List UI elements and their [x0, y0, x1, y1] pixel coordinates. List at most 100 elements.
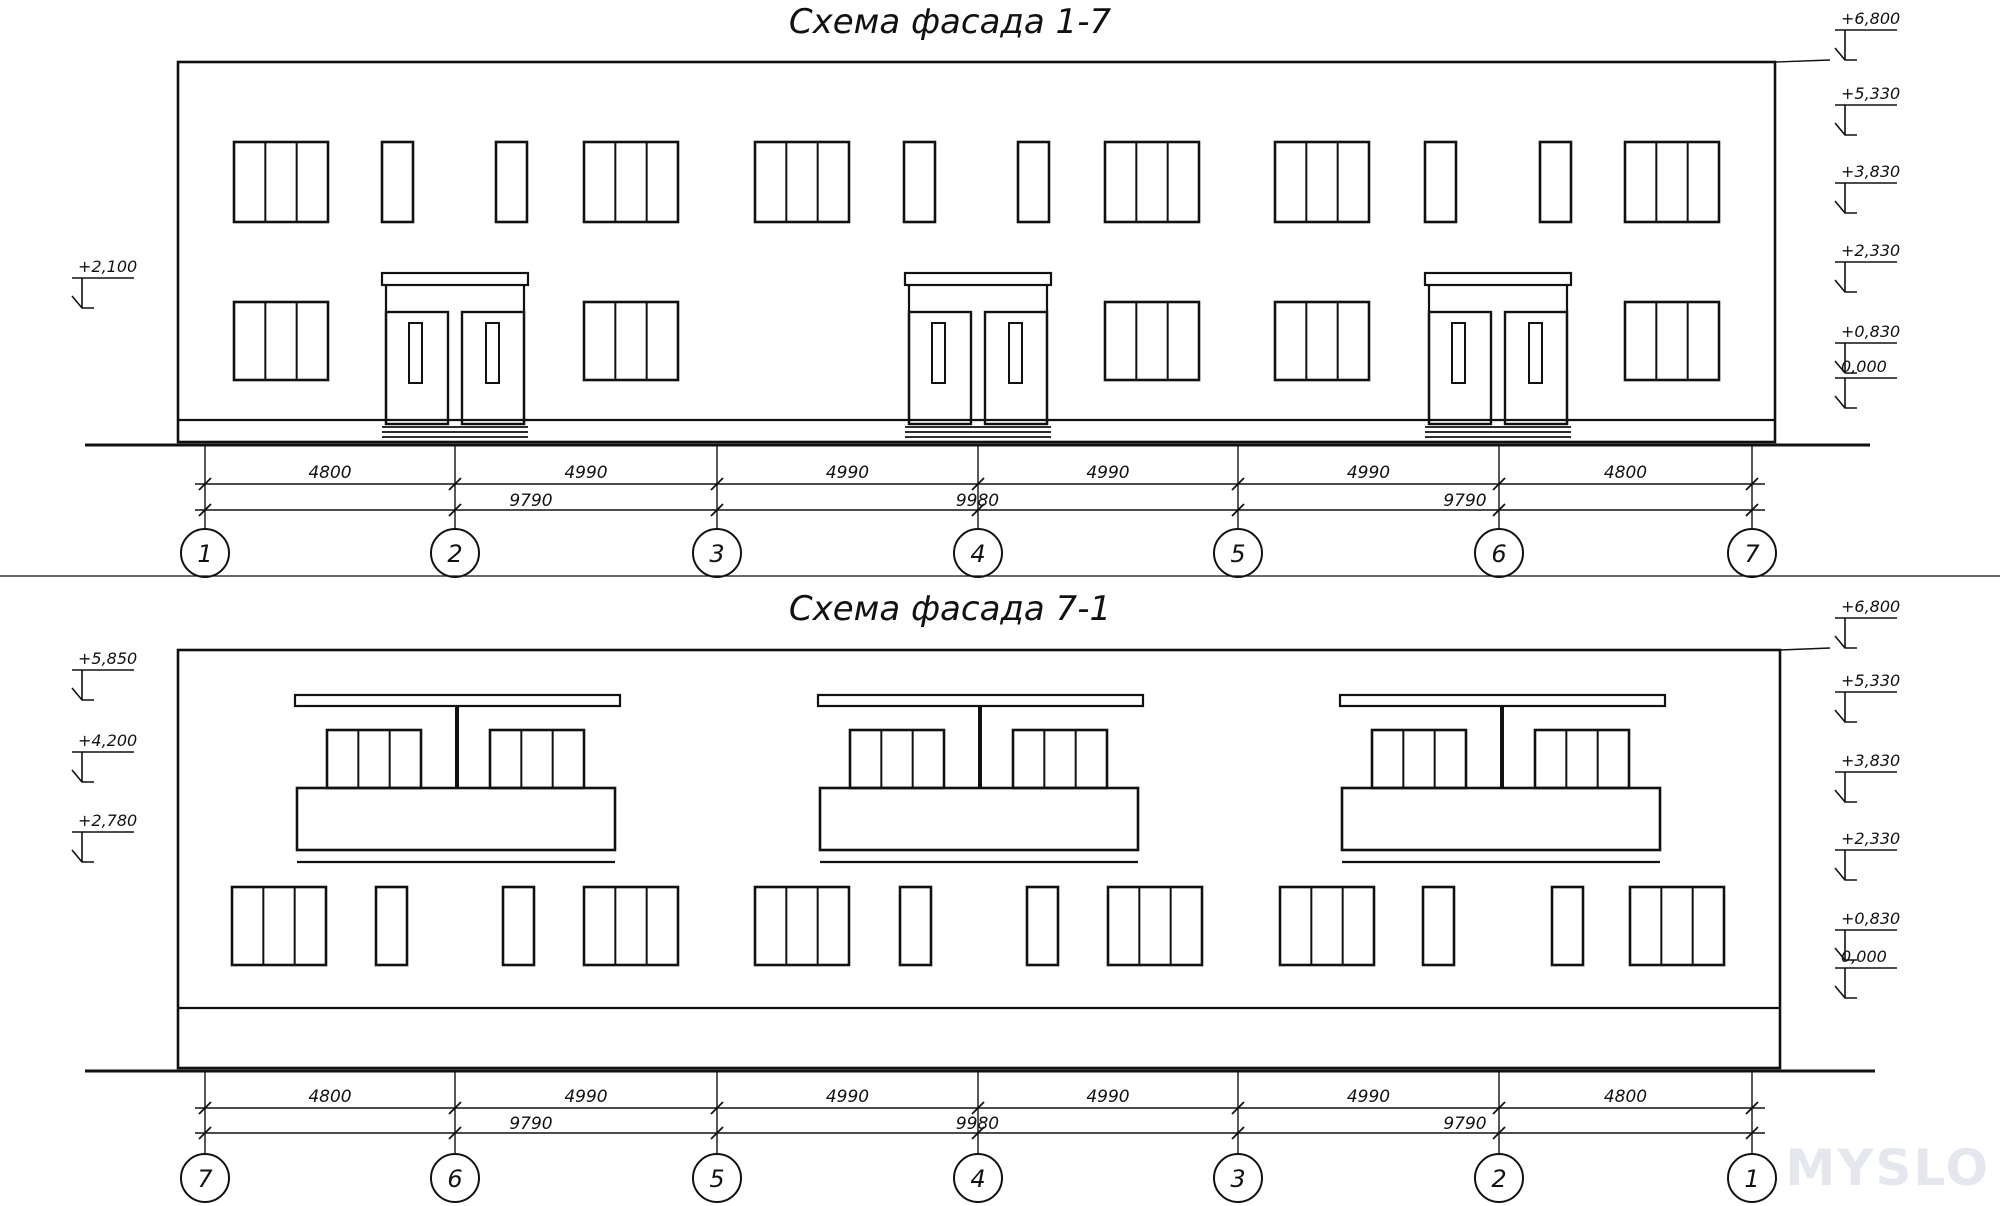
level-mark-label: +2,330	[1841, 241, 1900, 260]
axis-bubble	[180, 1153, 230, 1203]
window	[1103, 140, 1201, 224]
dimension-label: 4990	[564, 463, 607, 483]
window	[232, 140, 330, 224]
level-mark-label: +4,200	[78, 731, 137, 750]
level-leader	[1779, 647, 1831, 651]
entrance-canopy	[1423, 271, 1573, 287]
door-leaf	[907, 310, 973, 426]
dimension-label: 4990	[1347, 1087, 1390, 1107]
level-leader	[1774, 59, 1831, 63]
narrow-window	[380, 140, 415, 224]
level-mark-arrow	[1834, 395, 1857, 409]
axis-bubble	[1727, 528, 1777, 578]
balcony-slab	[1340, 786, 1662, 852]
narrow-window	[902, 140, 937, 224]
window	[1628, 885, 1726, 967]
window	[1273, 300, 1371, 382]
dimension-label: 4990	[1086, 1087, 1129, 1107]
window	[753, 885, 851, 967]
narrow-window	[898, 885, 933, 967]
facade-title: Схема фасада 7-1	[789, 589, 1111, 629]
door-glass	[1008, 322, 1023, 384]
level-mark-arrow	[71, 687, 94, 701]
dimension-label: 4990	[826, 1087, 869, 1107]
door-leaf	[983, 310, 1049, 426]
level-mark-label: +6,800	[1841, 9, 1900, 28]
axis-bubble	[1474, 528, 1524, 578]
level-mark-arrow	[1834, 279, 1857, 293]
level-mark-arrow	[1834, 47, 1857, 61]
axis-label: 3	[1230, 1165, 1245, 1193]
level-mark-arrow	[1834, 789, 1857, 803]
level-mark-arrow	[1834, 985, 1857, 999]
axis-label: 1	[1744, 1165, 1759, 1193]
dimension-label: 4800	[308, 463, 351, 483]
window	[1106, 885, 1204, 967]
level-mark-label: +6,800	[1841, 597, 1900, 616]
level-mark-label: +5,330	[1841, 84, 1900, 103]
door-glass	[408, 322, 423, 384]
dimension-label: 9790	[509, 1114, 552, 1134]
narrow-window	[1538, 140, 1573, 224]
level-mark-label: 0,000	[1841, 357, 1887, 376]
level-mark-arrow	[1834, 360, 1857, 374]
level-mark-arrow	[1834, 122, 1857, 136]
axis-label: 5	[709, 1165, 724, 1193]
window	[1011, 728, 1109, 790]
door-leaf	[460, 310, 526, 426]
axis-label: 7	[197, 1165, 213, 1193]
level-mark-label: +5,330	[1841, 671, 1900, 690]
window	[232, 300, 330, 382]
dimension-label: 4990	[564, 1087, 607, 1107]
dimension-label: 4800	[308, 1087, 351, 1107]
narrow-window	[1550, 885, 1585, 967]
axis-bubble	[953, 528, 1003, 578]
level-mark-label: +0,830	[1841, 909, 1900, 928]
door-glass	[1451, 322, 1466, 384]
axis-label: 1	[197, 540, 212, 568]
axis-bubble	[180, 528, 230, 578]
axis-label: 7	[1744, 540, 1760, 568]
level-mark-label: +2,780	[78, 811, 137, 830]
dimension-label: 9790	[1443, 1114, 1486, 1134]
level-mark-label: +2,330	[1841, 829, 1900, 848]
level-mark-arrow	[1834, 947, 1857, 961]
window	[1370, 728, 1468, 790]
window	[582, 140, 680, 224]
narrow-window	[1421, 885, 1456, 967]
axis-bubble	[1213, 1153, 1263, 1203]
building-outline	[176, 648, 1782, 1070]
narrow-window	[1016, 140, 1051, 224]
dimension-label: 9980	[956, 491, 999, 511]
level-mark-arrow	[1834, 635, 1857, 649]
axis-label: 6	[447, 1165, 462, 1193]
door-glass	[1528, 322, 1543, 384]
level-mark-label: +2,100	[78, 257, 137, 276]
axis-label: 6	[1491, 540, 1506, 568]
window	[488, 728, 586, 790]
level-mark-arrow	[1834, 200, 1857, 214]
level-mark-arrow	[1834, 867, 1857, 881]
window	[325, 728, 423, 790]
level-mark-arrow	[71, 849, 94, 863]
narrow-window	[501, 885, 536, 967]
dimension-label: 4990	[1347, 463, 1390, 483]
window	[230, 885, 328, 967]
axis-label: 4	[970, 540, 985, 568]
door-glass	[485, 322, 500, 384]
facade-title: Схема фасада 1-7	[789, 2, 1112, 42]
dimension-label: 4990	[826, 463, 869, 483]
narrow-window	[374, 885, 409, 967]
door-leaf	[1427, 310, 1493, 426]
axis-label: 4	[970, 1165, 985, 1193]
axis-bubble	[692, 528, 742, 578]
window	[1103, 300, 1201, 382]
watermark: MYSLO	[1785, 1139, 1990, 1197]
axis-label: 5	[1230, 540, 1245, 568]
dimension-label: 9980	[956, 1114, 999, 1134]
axis-bubble	[953, 1153, 1003, 1203]
window	[1623, 300, 1721, 382]
window	[1623, 140, 1721, 224]
axis-bubble	[692, 1153, 742, 1203]
window	[1278, 885, 1376, 967]
